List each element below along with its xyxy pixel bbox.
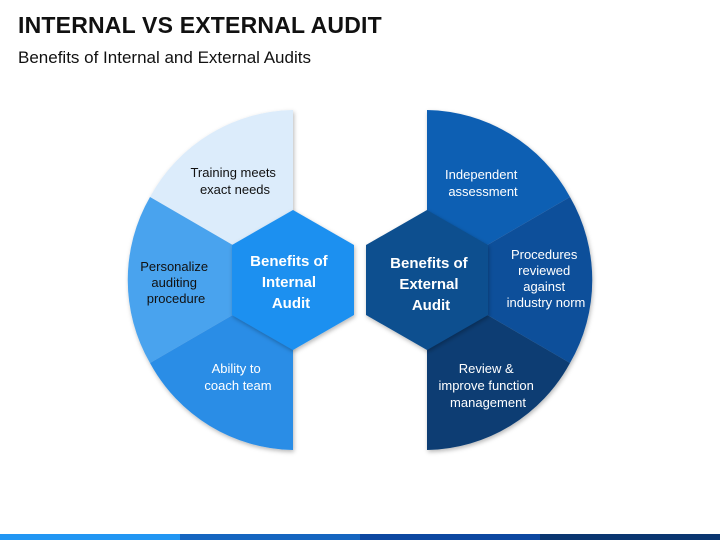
footer-color-bar bbox=[0, 534, 720, 540]
footer-bar-segment bbox=[540, 534, 720, 540]
external-segment-independent-label: Independent assessment bbox=[445, 167, 521, 199]
internal-hub-label: Benefits of Internal Audit bbox=[250, 253, 332, 312]
footer-bar-segment bbox=[0, 534, 180, 540]
internal-segment-personalize bbox=[127, 197, 293, 363]
page-title: INTERNAL VS EXTERNAL AUDIT bbox=[18, 12, 382, 38]
external-segment-procedures bbox=[427, 197, 593, 363]
internal-segment-personalize-label: Personalize auditing procedure bbox=[140, 259, 212, 306]
external-hub-hexagon bbox=[366, 210, 488, 350]
footer-bar-segment bbox=[360, 534, 540, 540]
external-hub-label: Benefits of External Audit bbox=[390, 255, 472, 314]
external-segment-procedures-label: Procedures reviewed against industry nor… bbox=[507, 247, 586, 310]
internal-hub-hexagon bbox=[232, 210, 354, 350]
external-segment-review-label: Review & improve function management bbox=[438, 361, 537, 410]
footer-bar-segment bbox=[180, 534, 360, 540]
internal-segment-coach-label: Ability to coach team bbox=[204, 361, 271, 393]
page-subtitle: Benefits of Internal and External Audits bbox=[18, 48, 311, 67]
internal-segment-training-label: Training meets exact needs bbox=[190, 165, 279, 197]
